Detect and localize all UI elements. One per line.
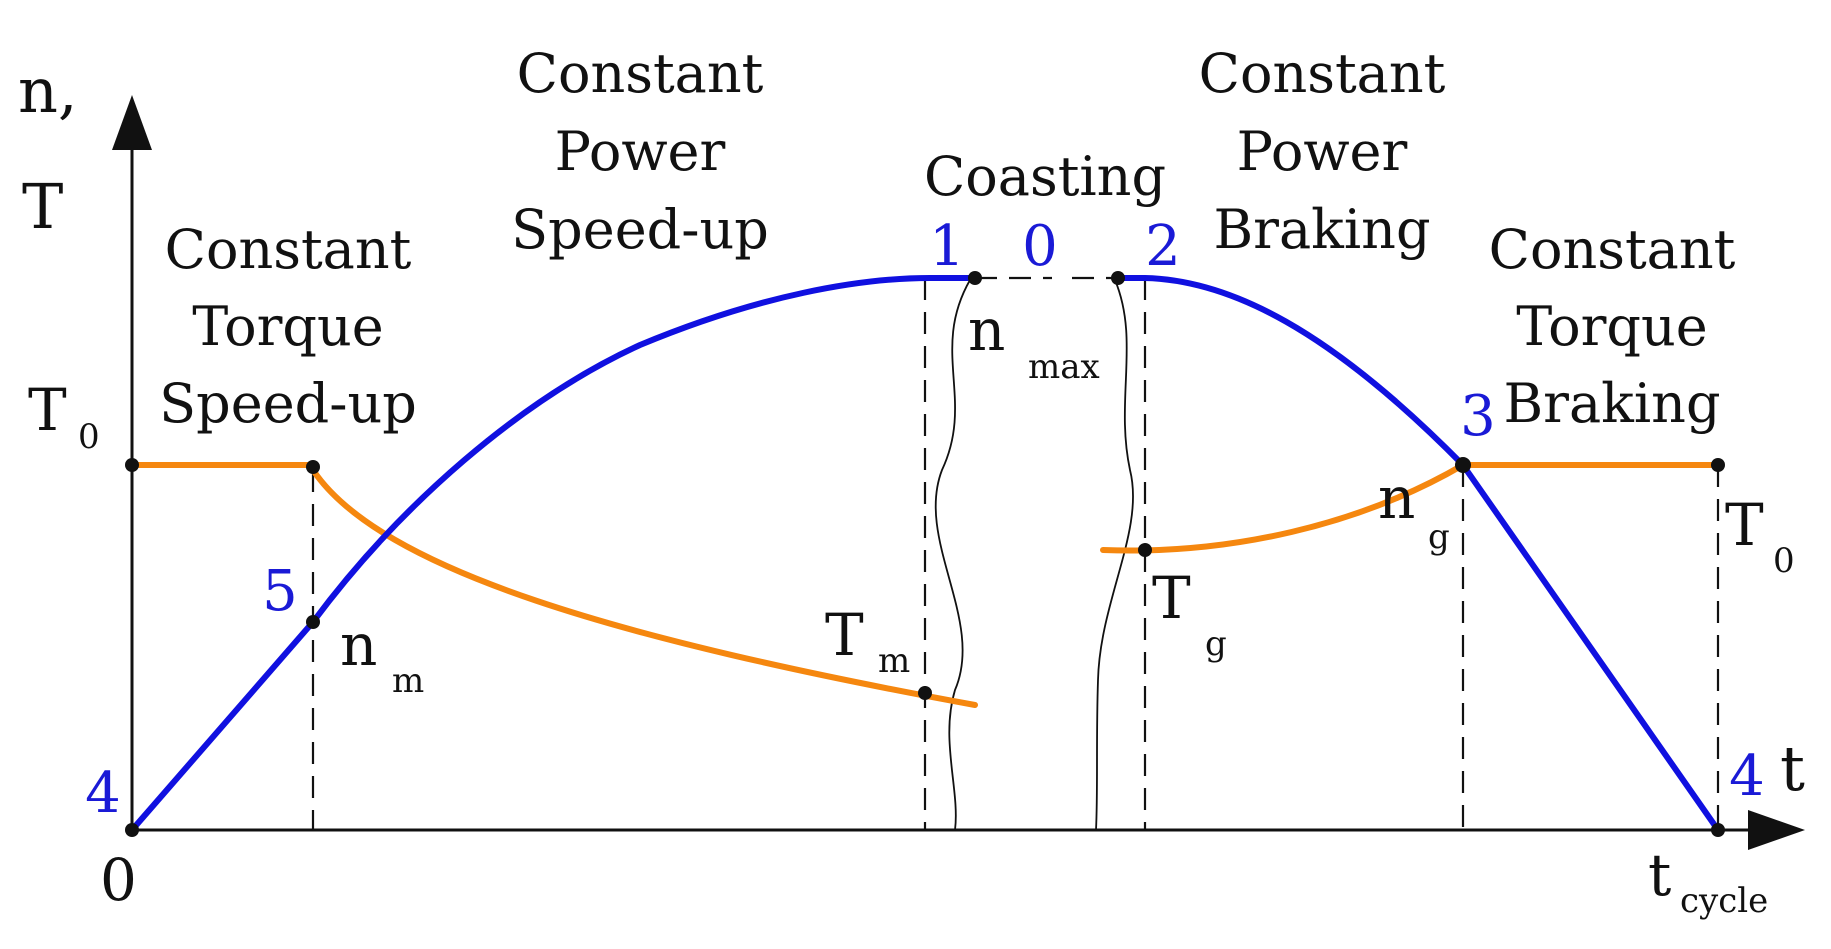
y-axis-label-n: n, [18, 54, 78, 127]
speed-speedup [129, 275, 978, 833]
break-line-right [1095, 279, 1134, 831]
y-axis-label-t: T [22, 170, 63, 243]
dot-p3 [1455, 457, 1471, 473]
point-label-5: 5 [262, 559, 298, 624]
y-axis-arrow [112, 95, 152, 150]
torque-constant-power-braking [1100, 462, 1466, 554]
phase-ct-braking-line1: Constant [1489, 218, 1736, 281]
n-max-subscript: max [1028, 347, 1100, 387]
point-label-1: 1 [929, 214, 965, 279]
t0-left-subscript: 0 [78, 417, 100, 457]
n-m-label: n [340, 611, 377, 679]
point-label-3: 3 [1460, 384, 1496, 449]
point-label-4-right: 4 [1729, 744, 1765, 809]
dot-p4-right [1711, 823, 1725, 837]
point-label-0: 0 [1022, 214, 1058, 279]
origin-label: 0 [100, 846, 137, 914]
phase-ct-braking-line2: Torque [1516, 295, 1707, 358]
t0-right-label: T [1725, 491, 1764, 559]
t-m-label: T [825, 601, 864, 669]
x-axis-arrow [1748, 810, 1805, 850]
point-label-4-left: 4 [85, 761, 121, 826]
phase-ct-speedup-line3: Speed-up [159, 372, 417, 435]
phase-cp-speedup-line3: Speed-up [511, 198, 769, 261]
break-line-left [934, 279, 971, 831]
n-max-label: n [968, 296, 1005, 364]
phase-cp-speedup-line1: Constant [517, 42, 764, 105]
speed-curve [129, 275, 1721, 833]
phase-boundaries [311, 276, 1720, 830]
t-cycle-label: t [1648, 841, 1671, 909]
x-axis-label: t [1780, 732, 1805, 805]
t-g-subscript: g [1205, 624, 1227, 664]
torque-constant-power-speedup [310, 467, 978, 708]
t0-left-label: T [28, 376, 67, 444]
n-g-label: n [1378, 464, 1415, 532]
dot-p1 [968, 271, 982, 285]
t-m-subscript: m [878, 641, 910, 681]
dot-t0-left [125, 458, 139, 472]
phase-ct-speedup-line1: Constant [165, 218, 412, 281]
phase-cp-braking-line1: Constant [1199, 42, 1446, 105]
phase-cp-speedup-line2: Power [555, 120, 726, 183]
t-cycle-subscript: cycle [1680, 881, 1768, 921]
n-g-subscript: g [1428, 517, 1450, 557]
symbol-labels: T 0 T 0 n max n m n g T m T g [28, 296, 1795, 701]
dot-t0-right [1711, 458, 1725, 472]
speed-braking [1115, 275, 1721, 833]
dot-p2 [1111, 271, 1125, 285]
phase-cp-braking-line3: Braking [1213, 198, 1430, 261]
dot-speedup-corner [306, 460, 320, 474]
dot-origin [125, 823, 139, 837]
point-label-2: 2 [1145, 214, 1181, 279]
n-m-subscript: m [392, 661, 424, 701]
phase-ct-braking-line3: Braking [1503, 372, 1720, 435]
dot-tm [918, 686, 932, 700]
phase-coasting: Coasting [924, 145, 1166, 208]
phase-ct-speedup-line2: Torque [192, 295, 383, 358]
phase-titles: Constant Torque Speed-up Constant Power … [159, 42, 1735, 435]
dot-nm [306, 615, 320, 629]
axis-labels: n, T t 0 t cycle [18, 54, 1805, 921]
point-numbers: 1 0 2 3 4 4 5 [85, 214, 1765, 826]
t-g-label: T [1152, 564, 1191, 632]
dot-tg [1138, 543, 1152, 557]
t0-right-subscript: 0 [1773, 541, 1795, 581]
axes [112, 95, 1805, 850]
axis-break-marks [934, 279, 1134, 831]
torque-curve [129, 462, 1721, 708]
phase-cp-braking-line2: Power [1237, 120, 1408, 183]
key-points [125, 271, 1725, 837]
